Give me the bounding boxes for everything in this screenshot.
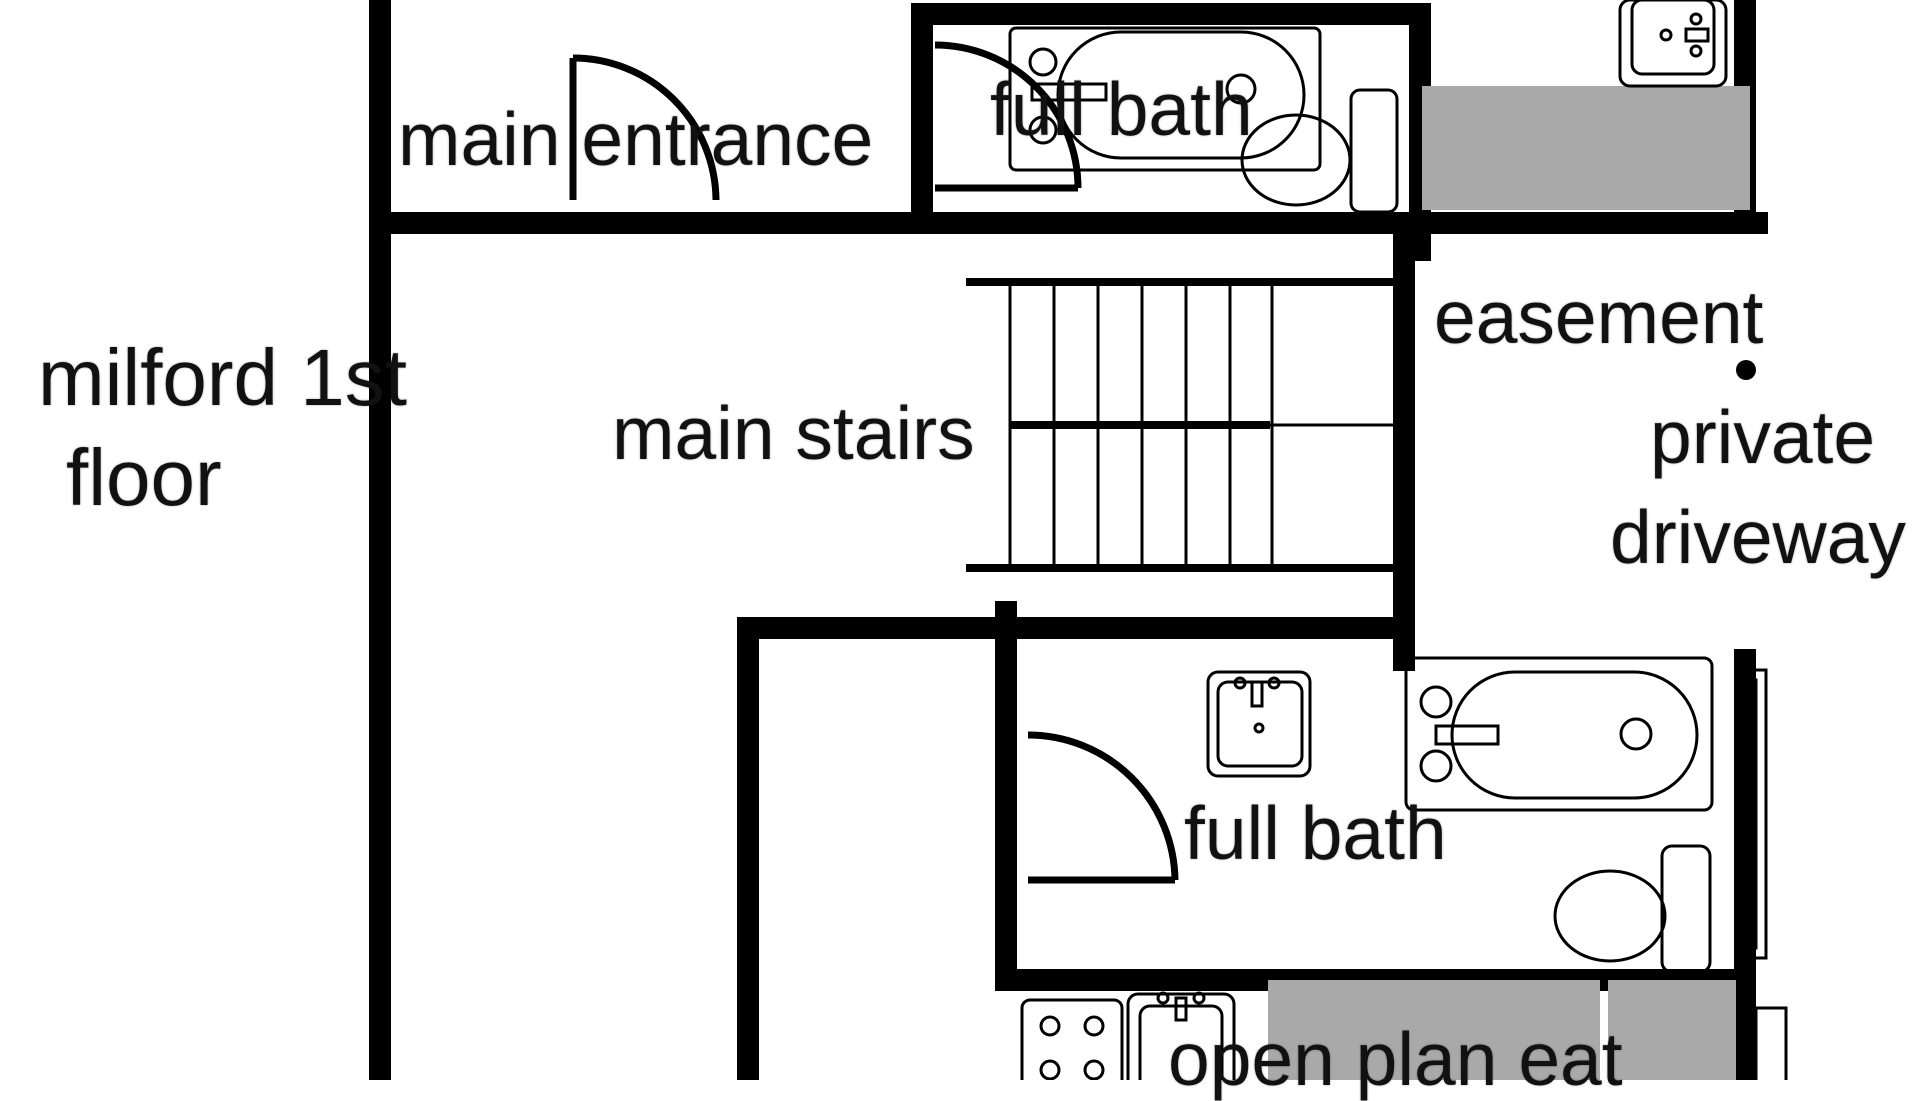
upper-tub-frame [1008,26,1322,172]
lower-toilet-bowl [1553,869,1667,963]
doors [569,41,1179,884]
driveway-marker [1736,360,1756,380]
kitchen-fixtures [1020,991,1788,1080]
counter-lower-a [1268,980,1600,1080]
room-label-open-plan: open plan eat [1168,1017,1623,1101]
main-stairs-graphic [966,278,1395,572]
room-label-easement: easement [1434,275,1764,359]
lower-tub-basin [1450,670,1699,800]
room-label-private: private [1650,395,1876,479]
lower-tub-frame [1404,656,1714,812]
upper-tub-basin [1056,30,1306,160]
lower-right-window [1754,1006,1788,1080]
plan-title-line2: floor [66,433,222,522]
upper-toilet-bowl [1240,113,1352,207]
plan-title-line1: milford 1st [38,333,407,422]
main-entrance-door [569,54,720,201]
lower-toilet-tank [1660,844,1712,974]
lower-bath-fixtures [1206,656,1768,974]
room-label-full-bath-lower: full bath [1184,791,1447,875]
lower-bath-door [1027,731,1179,884]
upper-toilet-tank [1349,88,1399,214]
lower-sink-frame [1206,670,1312,778]
room-label-full-bath-upper: full bath [990,67,1253,151]
upper-bath-door [934,41,1082,192]
room-label-main-entrance: main entrance [398,97,874,181]
stove [1020,998,1124,1080]
upper-bath-fixtures [1008,26,1399,214]
lower-window-frame [1734,668,1768,960]
room-label-main-stairs: main stairs [612,391,975,475]
counters [1268,86,1750,1080]
counter-upper-right [1422,86,1750,210]
upper-right-sink [1618,0,1728,88]
kitchen-sink-frame [1126,992,1236,1080]
counter-lower-b [1608,980,1736,1080]
room-label-driveway: driveway [1610,495,1906,579]
